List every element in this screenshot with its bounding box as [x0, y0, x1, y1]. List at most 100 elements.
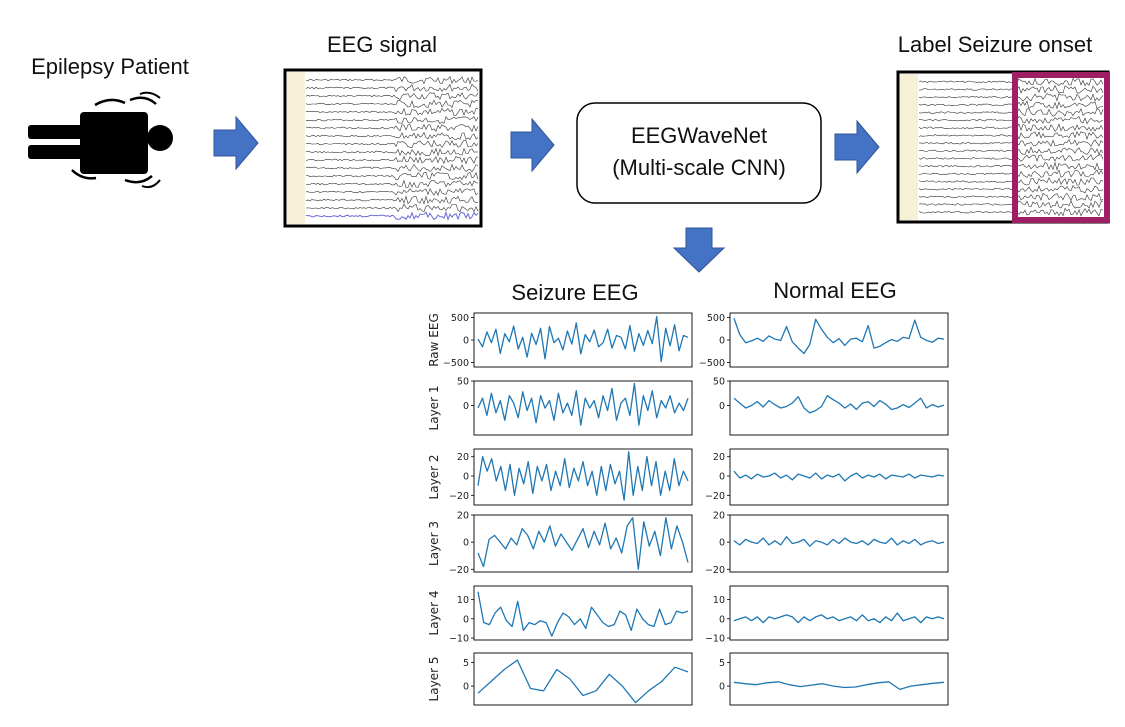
y-tick-label: 0	[463, 538, 469, 549]
subplot-frame	[729, 312, 949, 368]
row-ylabel: Raw EEG	[427, 313, 441, 367]
eeg-channel-trace	[918, 200, 1104, 209]
normal-subplot: 200−20	[705, 448, 949, 506]
eeg-channel-trace	[305, 139, 479, 149]
label-onset-label: Label Seizure onset	[898, 32, 1092, 57]
y-tick-label: 0	[719, 472, 725, 483]
y-tick-label: −20	[705, 565, 725, 576]
eeg-channel-trace	[305, 107, 479, 116]
eeg-channel-trace	[918, 92, 1104, 102]
eeg-channel-trace	[305, 92, 479, 101]
y-tick-label: 0	[463, 614, 469, 625]
eeg-channel-trace	[305, 171, 479, 181]
normal-trace	[733, 612, 945, 624]
y-tick-label: 5	[719, 658, 725, 669]
person-lying-icon	[28, 91, 173, 189]
model-name: EEGWaveNet	[631, 123, 767, 148]
seizure-subplot: 200−20	[449, 511, 693, 576]
eeg-channel-trace	[918, 130, 1104, 141]
subplot-frame	[729, 652, 949, 706]
normal-subplot: 500 0 −500	[699, 312, 949, 369]
row-ylabel: Layer 3	[427, 521, 441, 566]
eeg-channel-trace	[305, 131, 479, 141]
eeg-channel-trace	[305, 203, 479, 213]
eeg-channel-trace	[306, 147, 479, 157]
seizure-trace	[477, 517, 689, 570]
layer-row: Raw EEG 500 0 −500 500 0 −500	[427, 312, 949, 369]
subplot-frame	[729, 585, 949, 641]
y-tick-label: 20	[457, 511, 469, 522]
eeg-channel-trace	[918, 185, 1104, 194]
y-tick-label: −500	[443, 358, 469, 369]
model-box: EEGWaveNet (Multi-scale CNN)	[576, 102, 822, 204]
eeg-channel-trace	[918, 169, 1104, 178]
y-tick-label: 500	[451, 313, 469, 324]
labeled-eeg-thumbnail	[896, 70, 1110, 224]
normal-trace	[733, 681, 945, 691]
arrow-right-icon	[834, 119, 880, 175]
eeg-channel-trace	[305, 155, 479, 165]
y-tick-label: 0	[463, 336, 469, 347]
seizure-subplot: 500	[457, 377, 693, 436]
eeg-channel-trace	[918, 192, 1104, 202]
seizure-trace	[477, 382, 689, 426]
eeg-channel-trace	[305, 116, 479, 125]
layer-row: Layer 5 5 0 5 0	[427, 652, 949, 706]
y-tick-label: −10	[449, 634, 469, 645]
eeg-channel-trace	[918, 177, 1104, 186]
y-tick-label: −500	[699, 358, 725, 369]
eeg-channel-trace	[305, 187, 479, 197]
patient-label: Epilepsy Patient	[31, 54, 189, 79]
normal-subplot: 100−10	[705, 585, 949, 645]
eeg-channel-trace	[305, 83, 479, 93]
y-tick-label: −10	[705, 634, 725, 645]
eeg-channel-trace	[918, 108, 1104, 117]
y-tick-label: 0	[719, 336, 725, 347]
seizure-subplot: 10 0 −10	[449, 585, 693, 645]
eeg-channel-trace	[918, 154, 1104, 162]
y-tick-label: 0	[719, 401, 725, 412]
seizure-trace	[477, 315, 689, 363]
row-ylabel: Layer 4	[427, 591, 441, 636]
eeg-channel-trace	[305, 210, 479, 221]
y-tick-label: 0	[719, 538, 725, 549]
y-tick-label: 5	[463, 658, 469, 669]
y-tick-label: 0	[463, 682, 469, 693]
eeg-channel-trace	[918, 85, 1104, 94]
y-tick-label: 10	[713, 595, 725, 606]
y-tick-label: 0	[463, 472, 469, 483]
y-tick-label: 500	[707, 313, 725, 324]
normal-column-title: Normal EEG	[773, 278, 896, 303]
y-tick-label: 20	[713, 452, 725, 463]
arrow-down-icon	[672, 227, 726, 273]
eeg-signal-thumbnail	[283, 68, 483, 228]
seizure-subplot: 500 0 −500	[443, 312, 693, 369]
seizure-trace	[477, 451, 689, 501]
seizure-subplot: 200−20	[449, 448, 693, 506]
eeg-channel-trace	[918, 100, 1104, 110]
eeg-signal-label: EEG signal	[327, 32, 437, 57]
eeg-channel-trace	[305, 99, 479, 109]
normal-trace	[733, 318, 945, 355]
normal-subplot: 200−20	[705, 511, 949, 576]
row-ylabel: Layer 2	[427, 455, 441, 500]
subplot-frame	[473, 585, 693, 641]
eeg-channel-trace	[918, 138, 1104, 147]
subplot-frame	[473, 514, 693, 573]
y-tick-label: 10	[457, 595, 469, 606]
normal-trace	[733, 395, 945, 414]
arrow-right-icon	[510, 117, 555, 173]
eeg-channel-trace	[918, 77, 1104, 87]
y-tick-label: 0	[719, 682, 725, 693]
row-ylabel: Layer 5	[427, 657, 441, 702]
seizure-column-title: Seizure EEG	[511, 280, 638, 305]
model-subtitle: (Multi-scale CNN)	[612, 155, 786, 180]
eeg-channel-trace	[918, 115, 1104, 125]
normal-subplot: 500	[713, 377, 949, 436]
seizure-highlight-box	[1012, 72, 1110, 223]
